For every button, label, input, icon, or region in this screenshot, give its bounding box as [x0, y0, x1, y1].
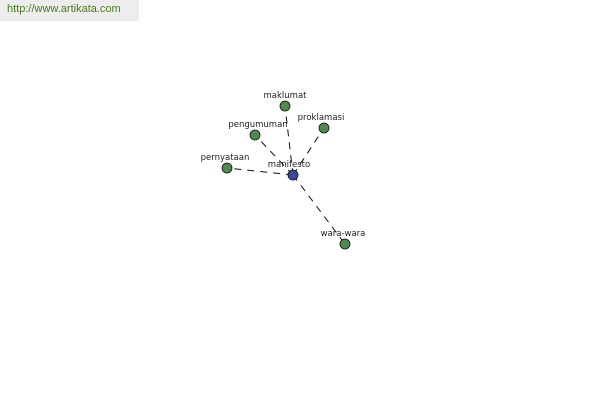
- node-pernyataan[interactable]: [221, 162, 233, 174]
- edges-layer: [226, 105, 346, 245]
- node-pengumuman[interactable]: [249, 129, 261, 141]
- node-label-proklamasi[interactable]: proklamasi: [298, 113, 345, 123]
- node-label-manifesto[interactable]: manifesto: [268, 160, 310, 170]
- node-proklamasi[interactable]: [318, 122, 330, 134]
- edge-manifesto-pernyataan: [226, 167, 294, 176]
- node-wara-wara[interactable]: [339, 238, 351, 250]
- site-url-banner[interactable]: http://www.artikata.com: [0, 0, 139, 21]
- nodes-layer: [221, 100, 351, 250]
- edge-manifesto-maklumat: [284, 105, 294, 176]
- node-label-wara-wara[interactable]: wara-wara: [321, 229, 366, 239]
- edge-manifesto-pengumuman: [254, 134, 294, 176]
- edge-manifesto-wara-wara: [292, 174, 346, 245]
- node-label-maklumat[interactable]: maklumat: [264, 91, 308, 101]
- node-label-pengumuman[interactable]: pengumuman: [228, 120, 287, 130]
- labels-layer: maklumat proklamasi pengumuman pernyataan wa…: [201, 91, 366, 239]
- center-node-manifesto[interactable]: [287, 169, 299, 181]
- edge-manifesto-proklamasi: [292, 127, 325, 176]
- node-label-pernyataan[interactable]: pernyataan: [201, 153, 250, 163]
- node-maklumat[interactable]: [279, 100, 291, 112]
